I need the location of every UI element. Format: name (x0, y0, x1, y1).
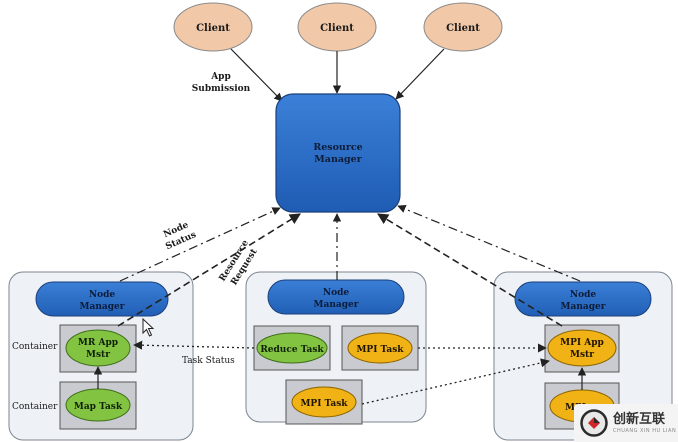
mr-app-mstr-line2: Mstr (86, 350, 110, 360)
client-node-2: Client (297, 2, 377, 52)
resource-request-left-line (117, 213, 301, 327)
node-manager-middle: Node Manager (267, 279, 405, 315)
mr-app-mstr-line1: MR App (78, 338, 118, 348)
resource-manager-label-line2: Manager (314, 154, 362, 165)
node-status-right-line (397, 204, 581, 282)
node-status-left-line (119, 207, 281, 282)
watermark-logo-icon (580, 409, 608, 437)
watermark-badge: 创新互联 CHUANG XIN HU LIAN (574, 404, 678, 442)
resource-manager-node: Resource Manager (275, 93, 401, 213)
mpi-task-1-label: MPI Task (356, 345, 404, 355)
client-label-2: Client (320, 23, 354, 34)
resource-request-right-line (377, 213, 563, 327)
task-status-label: Task Status (182, 356, 235, 366)
node-manager-left: Node Manager (35, 281, 169, 317)
mpi-app-mstr-line2: Mstr (570, 350, 594, 360)
node-manager-middle-line1: Node (323, 288, 350, 298)
watermark-text-group: 创新互联 CHUANG XIN HU LIAN (613, 413, 676, 434)
container-label-2: Container (12, 402, 58, 412)
container-reduce-task: Reduce Task (253, 325, 331, 371)
container-mpi-app-mstr: MPI App Mstr (544, 324, 620, 373)
client1-to-rm-arrow (230, 48, 283, 102)
node-manager-right-line1: Node (570, 290, 597, 300)
mpi-app-mstr-line1: MPI App (560, 338, 604, 348)
mouse-cursor-icon (142, 317, 155, 337)
client-node-3: Client (423, 2, 503, 52)
client-label-1: Client (196, 23, 230, 34)
container-map-task: Map Task (59, 381, 137, 430)
container-label-1: Container (12, 342, 58, 352)
watermark-subtext: CHUANG XIN HU LIAN (613, 427, 677, 434)
node-manager-right: Node Manager (514, 281, 652, 317)
reduce-task-status-line (133, 340, 255, 350)
node-manager-left-line1: Node (89, 290, 116, 300)
mpi-task-2-label: MPI Task (300, 399, 348, 409)
container-mr-app-mstr: MR App Mstr (59, 324, 137, 373)
node-manager-left-line2: Manager (80, 302, 125, 312)
node-status-label: Node Status (162, 220, 198, 252)
container-mpi-task-2: MPI Task (285, 379, 363, 425)
reduce-task-label: Reduce Task (260, 345, 324, 355)
client3-to-rm-arrow (395, 48, 445, 100)
resource-manager-label-line1: Resource (313, 142, 362, 153)
watermark-text: 创新互联 (613, 411, 666, 427)
client-label-3: Client (446, 23, 480, 34)
app-submission-label-line1: App (210, 72, 231, 82)
mpi-task2-to-mpi-mstr-line (361, 358, 550, 405)
app-submission-label-line2: Submission (192, 84, 251, 94)
node-manager-middle-line2: Manager (314, 300, 359, 310)
container-mpi-task-1: MPI Task (341, 325, 419, 371)
node-manager-right-line2: Manager (561, 302, 606, 312)
client-node-1: Client (173, 2, 253, 52)
map-task-label: Map Task (74, 402, 123, 412)
